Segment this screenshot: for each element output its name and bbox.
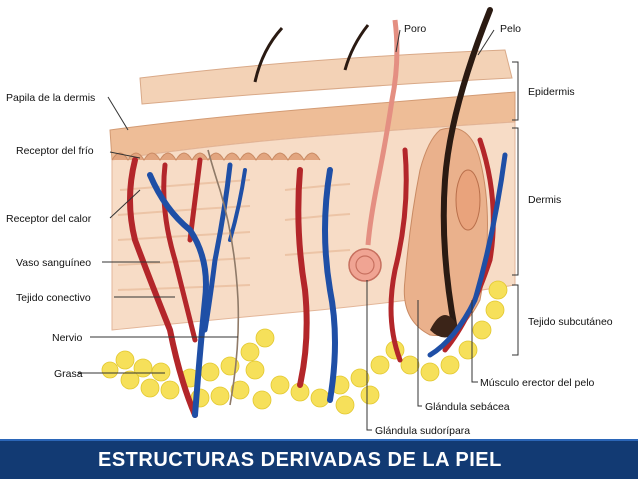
page-title: ESTRUCTURAS DERIVADAS DE LA PIEL (98, 449, 502, 471)
label-tejido-conectivo: Tejido conectivo (16, 292, 91, 304)
surface-hair-2 (343, 24, 370, 71)
label-pelo: Pelo (500, 23, 522, 35)
label-glandula-sudoripara: Glándula sudorípara (375, 425, 471, 437)
epidermis-top-surface (139, 49, 513, 105)
fat-cells (101, 280, 508, 415)
label-dermis: Dermis (528, 194, 562, 206)
label-receptor-frio: Receptor del frío (16, 145, 94, 157)
label-musculo-erector: Músculo erector del pelo (480, 377, 595, 389)
label-vaso-sanguineo: Vaso sanguíneo (16, 257, 92, 269)
sweat-gland-coil (348, 248, 382, 282)
surface-hair-1 (253, 26, 284, 83)
sweat-duct (365, 19, 400, 246)
dermal-papillae (111, 152, 321, 162)
label-nervio: Nervio (52, 332, 83, 344)
skin-block (101, 7, 516, 418)
nerve (207, 149, 240, 406)
sebaceous-gland (455, 169, 481, 231)
hair-shaft (440, 7, 493, 333)
label-tejido-subcutaneo: Tejido subcutáneo (528, 316, 613, 328)
leader-lines (78, 29, 519, 431)
title-banner (0, 439, 638, 479)
label-epidermis: Epidermis (528, 86, 575, 98)
label-receptor-calor: Receptor del calor (6, 213, 92, 225)
label-papila-dermis: Papila de la dermis (6, 92, 96, 104)
label-grasa: Grasa (54, 368, 83, 380)
label-poro: Poro (404, 23, 427, 35)
label-glandula-sebacea: Glándula sebácea (425, 401, 510, 413)
